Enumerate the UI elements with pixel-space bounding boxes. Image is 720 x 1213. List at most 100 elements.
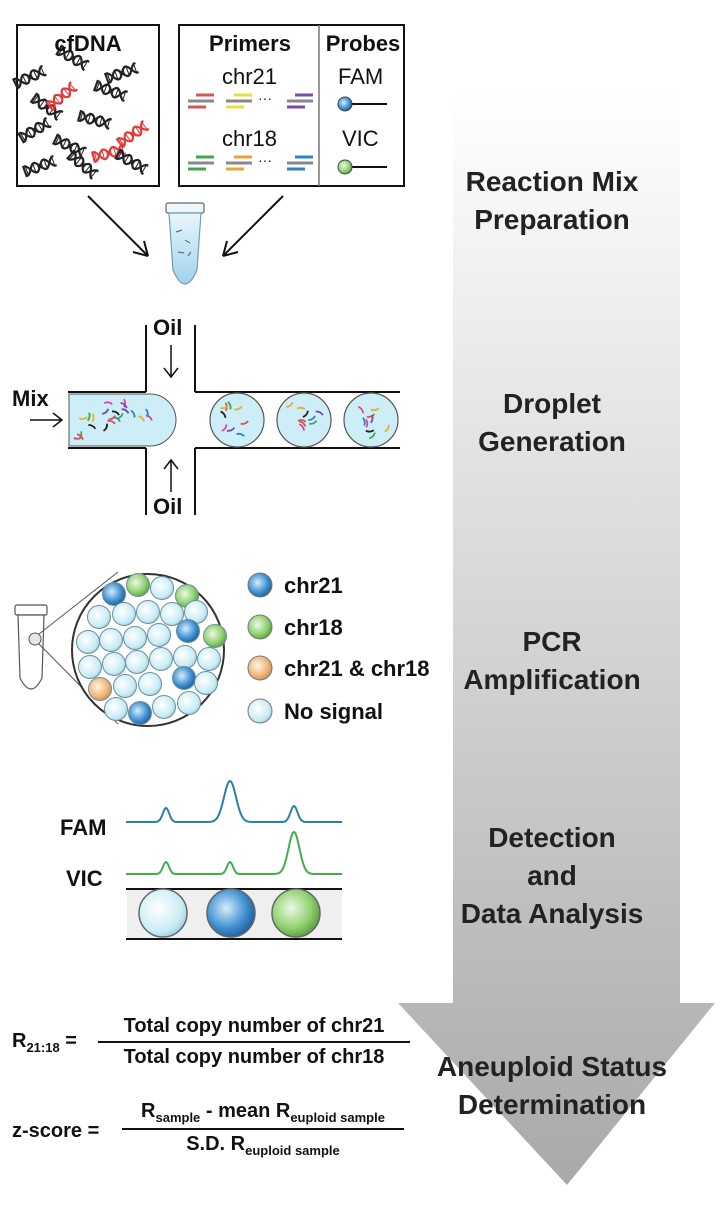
pcr-droplet xyxy=(138,672,162,696)
reagent-mark xyxy=(220,410,227,418)
reagent-mark xyxy=(370,407,380,412)
pcr-droplet xyxy=(125,650,149,674)
step-droplet-generation: Droplet Generation xyxy=(478,388,626,457)
pcr-droplet xyxy=(150,576,174,600)
pcr-droplet xyxy=(88,677,112,701)
dna-strand xyxy=(115,120,150,149)
detect-droplet-nosignal xyxy=(138,888,188,938)
reagent-mark xyxy=(145,408,149,418)
reagent-mark xyxy=(298,420,307,427)
reagent-mark xyxy=(298,423,305,431)
zscore-fraction-bar xyxy=(122,1128,404,1130)
pcr-droplet xyxy=(128,701,152,725)
dna-strand xyxy=(45,81,79,112)
oil-top-label: Oil xyxy=(153,315,183,340)
pcr-droplet xyxy=(149,647,173,671)
pcr-droplet xyxy=(78,655,102,679)
pcr-droplet xyxy=(99,628,123,652)
reagent-mark xyxy=(86,412,91,422)
reagent-mark xyxy=(137,415,145,422)
step-aneuploid-status: Aneuploid Status Determination xyxy=(436,1051,668,1120)
probe-fam-label: FAM xyxy=(338,64,384,89)
zscore-fraction: Rsample - mean Reuploid sample S.D. Reup… xyxy=(122,1100,404,1158)
pcr-droplet xyxy=(76,630,100,654)
reagent-mark xyxy=(130,409,136,418)
legend-markers xyxy=(247,572,273,724)
zscore-num-r-sub: sample xyxy=(155,1110,201,1125)
reagent-mark xyxy=(365,429,375,433)
mix-stream xyxy=(68,393,177,447)
tube-icon xyxy=(165,202,205,285)
reagent-mark xyxy=(302,410,309,418)
reagent-mark xyxy=(369,414,374,424)
reagent-mark xyxy=(368,432,376,440)
zscore-den: S.D. R xyxy=(186,1133,246,1155)
zscore-den-sub: euploid sample xyxy=(245,1143,340,1158)
pcr-droplet xyxy=(203,624,227,648)
reagent-mark xyxy=(384,424,390,433)
dna-strand xyxy=(21,155,58,178)
reagent-mark xyxy=(145,414,153,421)
zscore-denominator: S.D. Reuploid sample xyxy=(122,1133,404,1158)
fam-trace-label: FAM xyxy=(60,815,107,840)
reagent-mark xyxy=(296,406,306,410)
ratio-fraction-bar xyxy=(98,1041,410,1043)
cfdna-title: cfDNA xyxy=(54,31,122,56)
ratio-equals: = xyxy=(65,1030,77,1052)
reagent-mark xyxy=(362,417,366,426)
primers-title: Primers xyxy=(209,31,291,56)
step-reaction-mix: Reaction Mix Preparation xyxy=(465,166,639,235)
pcr-droplet xyxy=(104,697,128,721)
dna-strand xyxy=(55,44,90,72)
dna-strand xyxy=(29,92,64,121)
pcr-droplet xyxy=(102,652,126,676)
legend-marker-chr18 xyxy=(247,614,273,640)
detect-droplet-vic xyxy=(271,888,321,938)
pcr-droplet xyxy=(197,647,221,671)
oil-bottom-arrow xyxy=(163,458,179,492)
detect-droplet-fam xyxy=(206,888,256,938)
droplet-channel xyxy=(68,325,400,515)
pcr-droplet xyxy=(87,605,111,629)
dna-strand xyxy=(114,148,149,176)
zscore-num-r: R xyxy=(141,1100,156,1122)
pcr-droplet xyxy=(177,691,201,715)
reagent-mark xyxy=(102,423,109,432)
ratio-fraction: Total copy number of chr21 Total copy nu… xyxy=(98,1015,410,1069)
pcr-droplet xyxy=(112,602,136,626)
reagent-mark xyxy=(116,413,124,420)
dna-strand xyxy=(11,64,47,90)
zscore-numerator: Rsample - mean Reuploid sample xyxy=(122,1100,404,1125)
vic-probe-icon xyxy=(337,159,353,175)
legend-marker-both xyxy=(247,655,273,681)
primer-pairs xyxy=(188,93,313,171)
oil-top-arrow xyxy=(163,345,179,379)
primer-ellipsis: ··· xyxy=(258,152,272,168)
pcr-droplet xyxy=(126,573,150,597)
primer-ellipsis: ··· xyxy=(258,90,272,106)
legend-marker-chr21 xyxy=(247,572,273,598)
reagent-mark xyxy=(309,420,318,425)
oil-bottom-label: Oil xyxy=(153,494,183,519)
pcr-droplet xyxy=(176,619,200,643)
reagent-mark xyxy=(220,405,229,410)
reagent-mark xyxy=(308,415,316,421)
pcr-droplet xyxy=(152,695,176,719)
reagent-mark xyxy=(121,408,130,414)
reagent-mark xyxy=(315,410,324,416)
fam-probe-icon xyxy=(337,96,353,112)
reagent-mark xyxy=(227,401,232,410)
pcr-droplet xyxy=(172,666,196,690)
reagent-mark xyxy=(88,424,97,430)
pcr-droplet xyxy=(194,671,218,695)
reagent-mark xyxy=(120,402,128,409)
pcr-droplet xyxy=(123,626,147,650)
step-detection: Detection and Data Analysis xyxy=(460,822,644,929)
reagent-mark xyxy=(365,418,369,428)
fam-trace xyxy=(126,779,342,823)
dna-strand xyxy=(103,62,140,85)
reagent-mark xyxy=(236,432,245,437)
pcr-tube-icon xyxy=(14,604,48,690)
